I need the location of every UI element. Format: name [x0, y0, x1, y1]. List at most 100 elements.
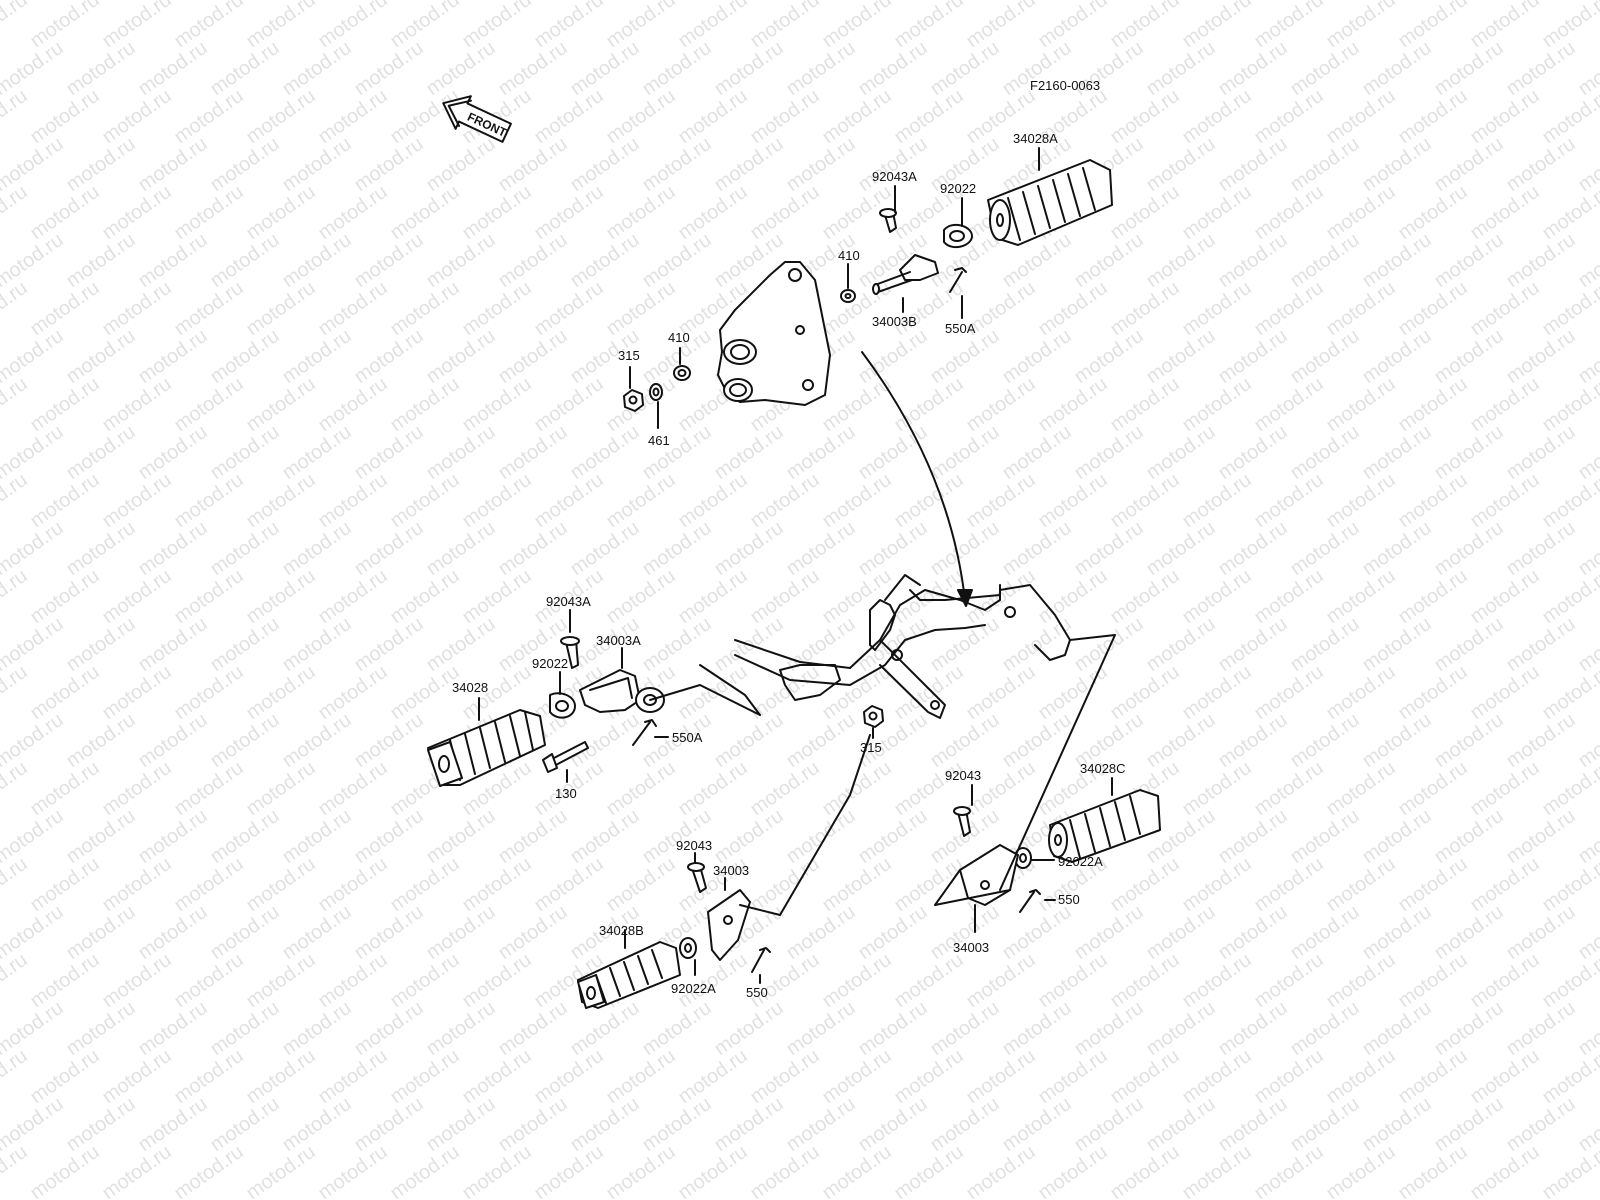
- label-rl-bracket: 34003: [953, 940, 989, 955]
- watermark-text: motod.ru: [458, 1141, 535, 1200]
- watermark-text: motod.ru: [422, 517, 499, 580]
- watermark-text: motod.ru: [0, 853, 32, 916]
- watermark-text: motod.ru: [1538, 1141, 1600, 1200]
- watermark-text: motod.ru: [1466, 1045, 1543, 1108]
- watermark-text: motod.ru: [1502, 325, 1579, 388]
- watermark-text: motod.ru: [134, 709, 211, 772]
- watermark-text: motod.ru: [782, 709, 859, 772]
- watermark-text: motod.ru: [98, 277, 175, 340]
- watermark-text: motod.ru: [1250, 565, 1327, 628]
- watermark-text: motod.ru: [278, 805, 355, 868]
- watermark-text: motod.ru: [854, 133, 931, 196]
- watermark-text: motod.ru: [494, 997, 571, 1060]
- watermark-text: motod.ru: [0, 0, 32, 52]
- watermark-text: motod.ru: [386, 469, 463, 532]
- watermark-text: motod.ru: [134, 133, 211, 196]
- watermark-text: motod.ru: [98, 1045, 175, 1108]
- watermark-text: motod.ru: [1502, 1093, 1579, 1156]
- rear-left-footpeg-assembly: [934, 634, 1161, 933]
- watermark-text: motod.ru: [1358, 37, 1435, 100]
- watermark-text: motod.ru: [1358, 709, 1435, 772]
- watermark-text: motod.ru: [854, 805, 931, 868]
- watermark-text: motod.ru: [602, 853, 679, 916]
- watermark-text: motod.ru: [1322, 661, 1399, 724]
- watermark-text: motod.ru: [170, 181, 247, 244]
- watermark-text: motod.ru: [530, 181, 607, 244]
- watermark-text: motod.ru: [1358, 421, 1435, 484]
- watermark-text: motod.ru: [494, 805, 571, 868]
- watermark-text: motod.ru: [1142, 1093, 1219, 1156]
- watermark-text: motod.ru: [206, 613, 283, 676]
- watermark-text: motod.ru: [350, 133, 427, 196]
- watermark-text: motod.ru: [170, 853, 247, 916]
- watermark-text: motod.ru: [1034, 1141, 1111, 1200]
- label-rr-bracket: 34003B: [872, 314, 917, 329]
- watermark-text: motod.ru: [1070, 901, 1147, 964]
- watermark-text: motod.ru: [998, 421, 1075, 484]
- watermark-text: motod.ru: [1286, 1093, 1363, 1156]
- watermark-text: motod.ru: [1070, 997, 1147, 1060]
- watermark-text: motod.ru: [458, 853, 535, 916]
- watermark-text: motod.ru: [1394, 373, 1471, 436]
- watermark-text: motod.ru: [0, 1045, 32, 1108]
- watermark-text: motod.ru: [998, 901, 1075, 964]
- plate-hardware: [623, 347, 691, 429]
- watermark-text: motod.ru: [1322, 85, 1399, 148]
- watermark-text: motod.ru: [26, 0, 103, 52]
- watermark-text: motod.ru: [422, 421, 499, 484]
- watermark-text: motod.ru: [818, 853, 895, 916]
- watermark-text: motod.ru: [1358, 229, 1435, 292]
- watermark-text: motod.ru: [278, 133, 355, 196]
- watermark-text: motod.ru: [1322, 949, 1399, 1012]
- watermark-text: motod.ru: [134, 517, 211, 580]
- watermark-text: motod.ru: [170, 757, 247, 820]
- watermark-text: motod.ru: [854, 997, 931, 1060]
- label-rl-cotter-pin: 550: [1058, 892, 1080, 907]
- watermark-text: motod.ru: [674, 181, 751, 244]
- watermark-text: motod.ru: [278, 325, 355, 388]
- watermark-text: motod.ru: [1142, 997, 1219, 1060]
- watermark-text: motod.ru: [1322, 373, 1399, 436]
- watermark-text: motod.ru: [350, 805, 427, 868]
- watermark-text: motod.ru: [1286, 901, 1363, 964]
- watermark-text: motod.ru: [422, 133, 499, 196]
- watermark-text: motod.ru: [1394, 565, 1471, 628]
- watermark-text: motod.ru: [98, 661, 175, 724]
- watermark-text: motod.ru: [314, 853, 391, 916]
- watermark-text: motod.ru: [710, 1093, 787, 1156]
- watermark-text: motod.ru: [1106, 949, 1183, 1012]
- watermark-text: motod.ru: [782, 421, 859, 484]
- watermark-text: motod.ru: [1430, 901, 1507, 964]
- watermark-text: motod.ru: [638, 133, 715, 196]
- watermark-text: motod.ru: [26, 757, 103, 820]
- watermark-text: motod.ru: [530, 85, 607, 148]
- watermark-text: motod.ru: [1430, 37, 1507, 100]
- watermark-text: motod.ru: [638, 997, 715, 1060]
- label-fb-cotter-pin: 550: [746, 985, 768, 1000]
- watermark-text: motod.ru: [998, 1093, 1075, 1156]
- watermark-text: motod.ru: [206, 37, 283, 100]
- watermark-text: motod.ru: [818, 565, 895, 628]
- watermark-text: motod.ru: [746, 469, 823, 532]
- watermark-text: motod.ru: [278, 517, 355, 580]
- watermark-text: motod.ru: [1394, 0, 1471, 52]
- watermark-text: motod.ru: [314, 1045, 391, 1108]
- watermark-text: motod.ru: [26, 661, 103, 724]
- watermark-text: motod.ru: [962, 0, 1039, 52]
- watermark-text: motod.ru: [26, 1141, 103, 1200]
- label-fl-bracket: 34003A: [596, 633, 641, 648]
- watermark-text: motod.ru: [1178, 0, 1255, 52]
- watermark-text: motod.ru: [26, 85, 103, 148]
- watermark-text: motod.ru: [530, 853, 607, 916]
- watermark-text: motod.ru: [854, 421, 931, 484]
- watermark-text: motod.ru: [458, 1045, 535, 1108]
- watermark-text: motod.ru: [26, 565, 103, 628]
- watermark-text: motod.ru: [710, 805, 787, 868]
- watermark-text: motod.ru: [1250, 85, 1327, 148]
- front-arrow-icon: FRONT: [442, 95, 512, 143]
- watermark-text: motod.ru: [1142, 325, 1219, 388]
- watermark-text: motod.ru: [1250, 277, 1327, 340]
- watermark-text: motod.ru: [422, 229, 499, 292]
- watermark-text: motod.ru: [98, 85, 175, 148]
- watermark-text: motod.ru: [1106, 181, 1183, 244]
